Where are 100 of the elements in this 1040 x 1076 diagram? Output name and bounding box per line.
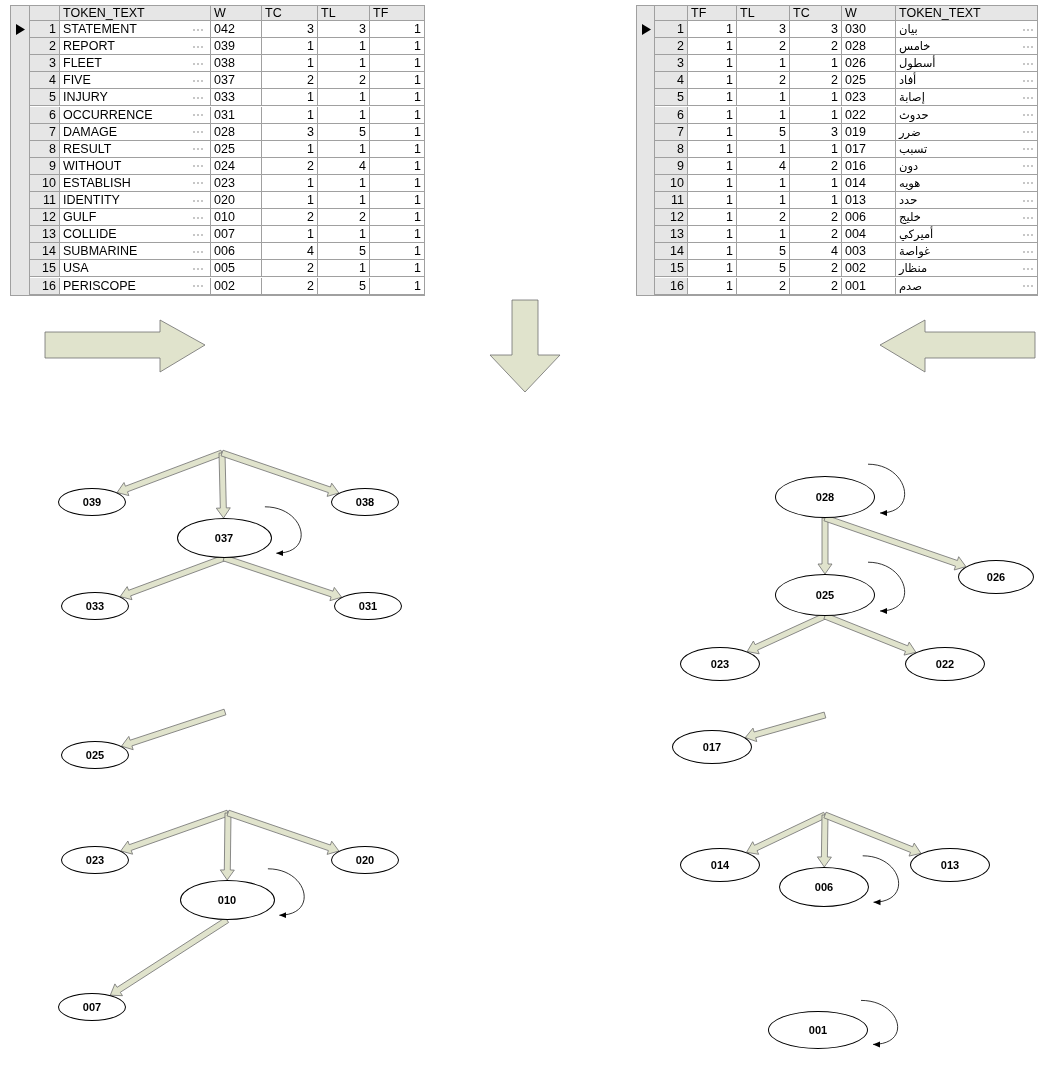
ellipse-node: 001: [768, 1011, 868, 1049]
token-text: WITHOUT: [60, 157, 211, 175]
table-cell: 1: [370, 123, 425, 141]
token-text: منظار: [896, 260, 1038, 278]
table-cell: 1: [688, 192, 737, 210]
table-cell: 1: [688, 277, 737, 295]
ellipse-node: 007: [58, 993, 126, 1021]
table-cell: 2: [262, 209, 318, 227]
table-cell: 028: [842, 38, 896, 56]
table-cell: 033: [211, 89, 262, 107]
table-cell: 1: [262, 226, 318, 244]
table-cell: 1: [370, 157, 425, 175]
table-cell: 1: [370, 21, 425, 39]
ellipse-node: 017: [672, 730, 752, 764]
arrow: [121, 708, 227, 751]
table-cell: 2: [262, 260, 318, 278]
table-cell: 2: [790, 38, 842, 56]
ellipse-node: 038: [331, 488, 399, 516]
table-cell: 1: [790, 192, 842, 210]
table-cell: 014: [842, 174, 896, 192]
table-cell: 2: [737, 38, 790, 56]
arrow: [226, 809, 340, 855]
column-header: TOKEN_TEXT: [60, 6, 211, 21]
table-cell: 1: [370, 192, 425, 210]
table-cell: 1: [688, 106, 737, 124]
table-cell: 038: [211, 55, 262, 73]
row-number: 12: [30, 209, 60, 227]
table-cell: 2: [790, 209, 842, 227]
token-text: COLLIDE: [60, 226, 211, 244]
table-cell: 4: [737, 157, 790, 175]
table-cell: 1: [370, 106, 425, 124]
table-cell: 007: [211, 226, 262, 244]
token-text: USA: [60, 260, 211, 278]
table-cell: 020: [211, 192, 262, 210]
table-cell: 1: [737, 106, 790, 124]
table-cell: 1: [688, 123, 737, 141]
table-cell: 022: [842, 106, 896, 124]
table-cell: 1: [688, 243, 737, 261]
table-cell: 2: [318, 72, 370, 90]
row-number: 15: [655, 260, 688, 278]
table-cell: 002: [842, 260, 896, 278]
table-cell: 025: [842, 72, 896, 90]
table-cell: 2: [790, 260, 842, 278]
table-cell: 1: [370, 226, 425, 244]
arrow: [215, 452, 231, 519]
table-cell: 1: [688, 260, 737, 278]
table-cell: 3: [318, 21, 370, 39]
table-cell: 1: [737, 192, 790, 210]
token-text: REPORT: [60, 38, 211, 56]
table-cell: 1: [790, 89, 842, 107]
table-cell: 3: [790, 21, 842, 39]
table-cell: 2: [790, 277, 842, 295]
token-text: خامس: [896, 38, 1038, 56]
ellipse-node: 020: [331, 846, 399, 874]
table-cell: 042: [211, 21, 262, 39]
row-number: 13: [30, 226, 60, 244]
table-cell: 3: [790, 123, 842, 141]
table-cell: 039: [211, 38, 262, 56]
token-text: STATEMENT: [60, 21, 211, 39]
table-cell: 1: [262, 140, 318, 158]
table-cell: 026: [842, 55, 896, 73]
table-cell: 3: [262, 21, 318, 39]
table-cell: 1: [370, 243, 425, 261]
row-number: 11: [30, 192, 60, 210]
token-text: أميركي: [896, 226, 1038, 244]
table-cell: 2: [790, 157, 842, 175]
table-cell: 1: [370, 140, 425, 158]
ellipse-node: 023: [680, 647, 760, 681]
row-number: 12: [655, 209, 688, 227]
table-cell: 1: [688, 174, 737, 192]
token-text: إصابة: [896, 89, 1038, 107]
table-cell: 2: [737, 209, 790, 227]
ellipse-node: 025: [775, 574, 875, 616]
table-cell: 1: [790, 106, 842, 124]
table-cell: 2: [790, 72, 842, 90]
table-cell: 1: [262, 106, 318, 124]
table-cell: 1: [737, 174, 790, 192]
table-cell: 005: [211, 260, 262, 278]
ellipse-node: 028: [775, 476, 875, 518]
table-cell: 2: [262, 157, 318, 175]
table-cell: 010: [211, 209, 262, 227]
table-cell: 024: [211, 157, 262, 175]
table-cell: 3: [737, 21, 790, 39]
column-header: TC: [790, 6, 842, 21]
arrow: [116, 449, 224, 496]
row-number: 14: [655, 243, 688, 261]
token-text: FLEET: [60, 55, 211, 73]
row-number: 5: [30, 89, 60, 107]
token-text: أفاد: [896, 72, 1038, 90]
row-number: 2: [655, 38, 688, 56]
table-cell: 013: [842, 192, 896, 210]
table-cell: 1: [262, 192, 318, 210]
row-number: 1: [655, 21, 688, 39]
table-cell: 016: [842, 157, 896, 175]
table-cell: 1: [688, 21, 737, 39]
column-header: TOKEN_TEXT: [896, 6, 1038, 21]
table-cell: 1: [318, 174, 370, 192]
table-cell: 1: [370, 260, 425, 278]
table-cell: 028: [211, 123, 262, 141]
token-text: صدم: [896, 277, 1038, 295]
